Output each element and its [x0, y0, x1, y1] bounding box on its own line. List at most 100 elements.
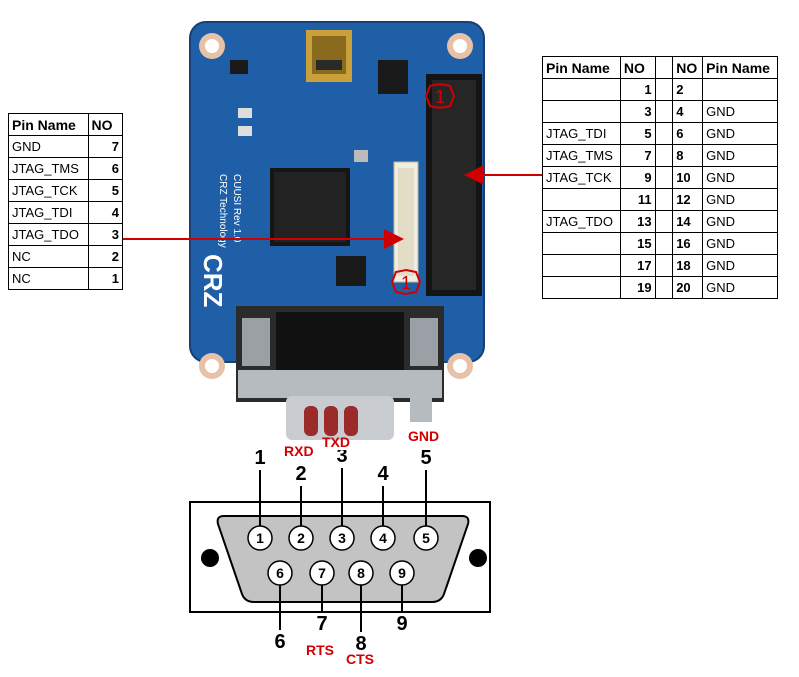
pin-no-right-cell: 12 — [672, 188, 704, 211]
header-pin-name: Pin Name — [8, 113, 89, 136]
pin-no-left-cell: 1 — [619, 78, 656, 101]
pin-name-left-cell: JTAG_TDO — [542, 210, 621, 233]
pin-name-left-cell — [542, 78, 621, 101]
pin-name-right-cell — [702, 78, 778, 101]
pin-no-left-cell: 13 — [619, 210, 656, 233]
db9-pin-circle — [389, 560, 415, 586]
db9-pin-outer-number: 7 — [316, 613, 327, 635]
db9-pin-outer-number: 9 — [396, 613, 407, 635]
db9-mount-dot — [469, 549, 487, 567]
pin-no-right-cell: 2 — [672, 78, 704, 101]
pin-no-left-cell: 3 — [619, 100, 656, 123]
header-no: NO — [87, 113, 124, 136]
db9-pin-inner-number: 3 — [338, 530, 346, 546]
pin-no-cell: 3 — [87, 223, 124, 246]
silk-model-text: CUUSI Rev 1.0 — [231, 174, 242, 243]
pin-no-cell: 6 — [87, 157, 124, 180]
pin-name-cell: JTAG_TMS — [8, 157, 89, 180]
cts-label: CTS — [346, 651, 374, 667]
led — [238, 108, 252, 118]
pin-no-right-cell: 16 — [672, 232, 704, 255]
db9-pin-circle — [309, 560, 335, 586]
db9-pin-circle — [267, 560, 293, 586]
svg-text:1: 1 — [401, 273, 411, 293]
spacer-cell — [654, 144, 674, 167]
mounting-hole — [447, 353, 473, 379]
pin-name-left-cell — [542, 276, 621, 299]
gnd-label: GND — [408, 428, 440, 444]
txd-label: TXD — [322, 434, 350, 450]
header-pin-name-right: Pin Name — [702, 56, 778, 79]
usb-jtag-board-illustration: CUUSI Rev 1.0 CRZ Technology CRZ 1 1 — [189, 21, 485, 440]
main-microcontroller — [270, 168, 350, 246]
mounting-hole — [199, 353, 225, 379]
db9-pin-outer-number: 4 — [377, 463, 389, 485]
db9-mount-dot — [201, 549, 219, 567]
mounting-hole — [199, 33, 225, 59]
pin-no-cell: 7 — [87, 135, 124, 158]
pin-name-right-cell: GND — [702, 144, 778, 167]
db9-pin-circle — [413, 525, 439, 551]
pin-name-right-cell: GND — [702, 210, 778, 233]
pin-name-left-cell: JTAG_TCK — [542, 166, 621, 189]
db9-pin-circle — [329, 525, 355, 551]
seven-pin-connector — [393, 161, 419, 283]
svg-text:1: 1 — [435, 87, 445, 107]
db9-outer-frame — [189, 501, 491, 613]
mounting-hole — [447, 33, 473, 59]
jtag-20pin-header — [426, 74, 482, 296]
db9-pin-circle — [288, 525, 314, 551]
pin-no-right-cell: 6 — [672, 122, 704, 145]
pin-name-left-cell — [542, 254, 621, 277]
pin-name-cell: NC — [8, 267, 89, 290]
db9-pin-circle — [370, 525, 396, 551]
header-pin-name-left: Pin Name — [542, 56, 621, 79]
silk-company-text: CRZ Technology — [217, 174, 228, 248]
db9-pin-outer-number: 3 — [336, 450, 347, 467]
spacer-cell — [654, 188, 674, 211]
pin-name-cell: NC — [8, 245, 89, 268]
db9-pin-inner-number: 5 — [422, 530, 430, 546]
db9-pin-inner-number: 7 — [318, 565, 326, 581]
pin-no-cell: 2 — [87, 245, 124, 268]
db9-pin-inner-number: 6 — [276, 565, 284, 581]
db9-pin-inner-number: 1 — [256, 530, 264, 546]
crz-logo-text: CRZ — [198, 254, 228, 308]
pin-no-right-cell: 14 — [672, 210, 704, 233]
rxd-label: RXD — [284, 443, 314, 459]
pin-no-left-cell: 7 — [619, 144, 656, 167]
header-spacer — [654, 56, 674, 79]
db9-pin-circle — [247, 525, 273, 551]
pin-name-left-cell: JTAG_TMS — [542, 144, 621, 167]
spacer-cell — [654, 210, 674, 233]
regulator-ic — [378, 60, 408, 94]
db9-pin-inner-number: 8 — [357, 565, 365, 581]
pin-name-right-cell: GND — [702, 166, 778, 189]
mini-usb-connector — [306, 30, 352, 82]
spacer-cell — [654, 276, 674, 299]
pin-no-right-cell: 20 — [672, 276, 704, 299]
pin-name-cell: GND — [8, 135, 89, 158]
rts-label: RTS — [306, 642, 334, 658]
pin-name-cell: JTAG_TCK — [8, 179, 89, 202]
spacer-cell — [654, 166, 674, 189]
small-connector-pin1-marker: 1 — [390, 268, 422, 296]
pin-name-left-cell — [542, 100, 621, 123]
crystal — [354, 150, 368, 162]
db9-pin-outer-number: 8 — [355, 633, 366, 655]
small-ic — [230, 60, 248, 74]
pin-no-left-cell: 9 — [619, 166, 656, 189]
table-header-row: Pin Name NO NO Pin Name — [542, 56, 778, 79]
led — [238, 126, 252, 136]
